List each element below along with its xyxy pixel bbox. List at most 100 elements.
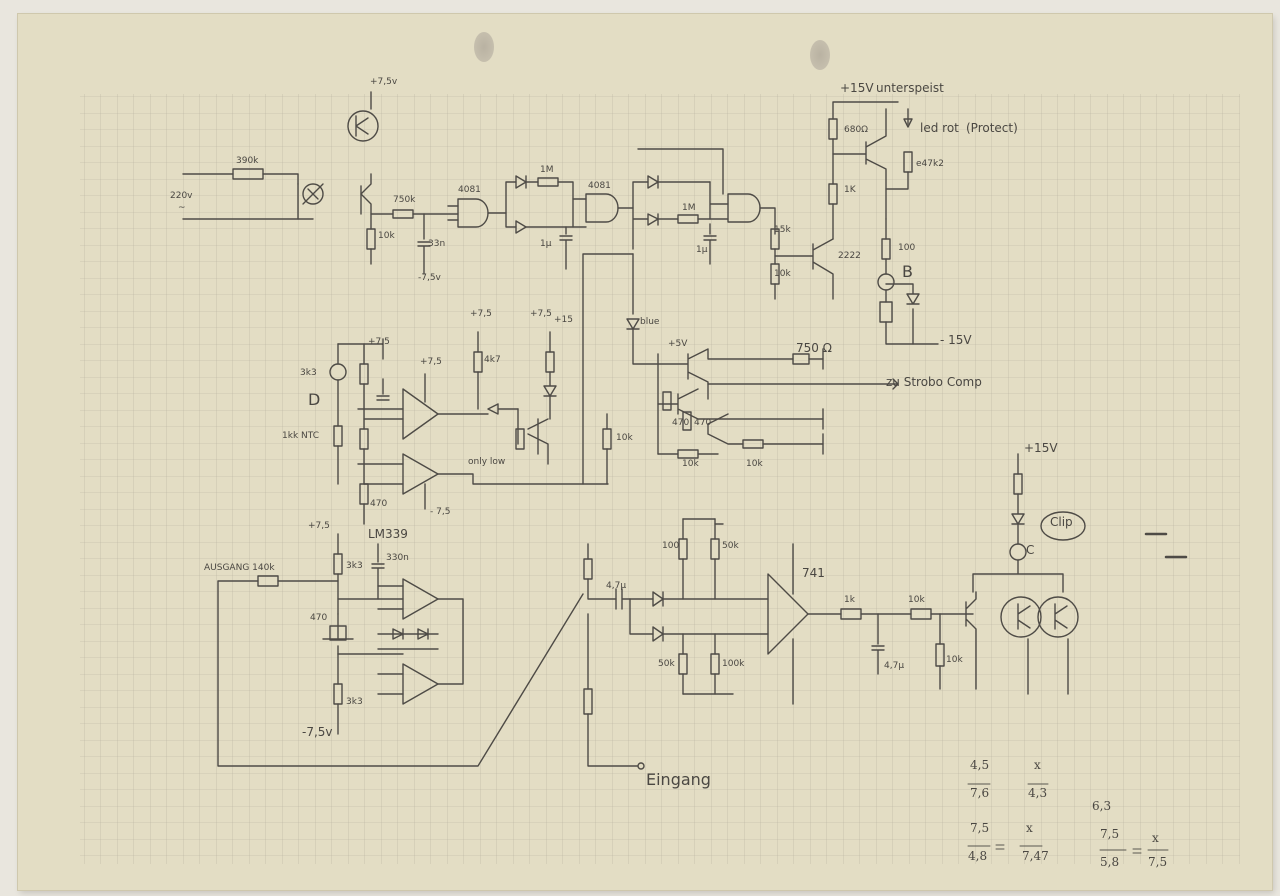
label-unterspeist: unterspeist [876, 81, 944, 95]
label-r-750k: 750k [393, 195, 416, 205]
label-c-4u7-b: 4,7µ [884, 661, 905, 671]
label-neg-7-5-c: -7,5v [302, 725, 333, 739]
label-r-470-d: 470 [310, 613, 328, 623]
label-pos-7-5-b: +7,5 [470, 309, 492, 319]
label-r-100-a: 100 [662, 541, 680, 551]
schematic-drawing [80, 91, 1240, 864]
label-r-50k-b: 50k [658, 659, 675, 669]
label-r-470-b: 470 [694, 418, 712, 428]
label-r-3k3-c: 3k3 [346, 697, 363, 707]
math3-xnum: x [1152, 831, 1159, 845]
label-pos-15: +15V [840, 81, 874, 95]
math1-xnum: x [1034, 758, 1041, 772]
math2-xden: 7,47 [1022, 849, 1049, 863]
label-r-15k: 15k [774, 225, 791, 235]
label-led-rot: led rot [920, 121, 959, 135]
label-220v: 220v [170, 191, 193, 201]
punch-hole-left [474, 32, 494, 62]
label-d: D [308, 390, 321, 409]
label-led-blue: blue [640, 317, 660, 327]
label-r-1k-ntc: 1kk NTC [282, 431, 319, 441]
label-r-3k3-a: 3k3 [300, 368, 317, 378]
label-c: C [1026, 543, 1035, 557]
gate-4081-b [585, 193, 634, 223]
monoflop-b [632, 148, 729, 265]
label-r-10k-a: 10k [378, 231, 395, 241]
label-r-10k-e: 10k [616, 433, 633, 443]
label-r-1m-b: 1M [682, 203, 696, 213]
label-r-10k-g: 10k [946, 655, 963, 665]
driver-2222 [770, 101, 939, 345]
label-220v-tilde: ~ [178, 203, 186, 213]
label-pos-7-5-f: +7,5 [308, 521, 330, 531]
label-r-10k-f: 10k [908, 595, 925, 605]
label-clip: Clip [1050, 515, 1073, 529]
math1-den: 7,6 [970, 786, 990, 800]
math3-xden: 7,5 [1148, 855, 1168, 869]
label-pos-15-c: +15V [1024, 441, 1058, 455]
label-neg-15: - 15V [940, 333, 972, 347]
label-r-50k-a: 50k [722, 541, 739, 551]
paper-sheet: +7,5v 390k 220v ~ 750k 10k 33n -7,5v 408… [18, 14, 1272, 890]
math2-x: x [1026, 821, 1033, 835]
label-pos-7-5-e: +7,5 [420, 357, 442, 367]
label-protect: (Protect) [966, 121, 1018, 135]
math2-den: 4,8 [968, 849, 988, 863]
label-pos-7-5-top: +7,5v [370, 77, 398, 87]
grid-area [80, 94, 1240, 864]
punch-hole-right [810, 40, 830, 70]
label-gate-4081-b: 4081 [588, 181, 611, 191]
math1-num: 4,5 [970, 758, 990, 772]
label-r-750-ohm: 750 Ω [796, 341, 832, 355]
comparator-lm339 [329, 253, 634, 525]
label-r-1k: 1K [844, 185, 856, 195]
label-only-low: only low [468, 457, 506, 467]
label-c-4u7: 4,7µ [606, 581, 627, 591]
math2-num: 7,5 [970, 821, 990, 835]
label-r-3k3-b: 3k3 [346, 561, 363, 571]
label-r-10k-b: 10k [774, 269, 791, 279]
label-pos-7-5-d: +7,5 [368, 337, 390, 347]
label-r-100k: 100k [722, 659, 745, 669]
label-ic-741: 741 [802, 566, 825, 580]
label-c-1u-b: 1µ [696, 245, 708, 255]
gate-4081-a [447, 198, 507, 228]
label-r-470-a: 470 [672, 418, 690, 428]
label-neg-7-5-b: - 7,5 [430, 507, 451, 517]
label-r-10k-d: 10k [746, 459, 763, 469]
label-r-e47k2: e47k2 [916, 159, 944, 169]
label-b: B [902, 262, 913, 281]
math-fractions [967, 783, 1169, 854]
label-r-100: 100 [898, 243, 916, 253]
label-r-10k-c: 10k [682, 459, 699, 469]
mains-detector [182, 168, 324, 220]
label-zu-strobo: zu Strobo Comp [886, 375, 982, 389]
window-comparator [217, 533, 584, 767]
math1-xden: 4,3 [1028, 786, 1048, 800]
label-c-33n: 33n [428, 239, 446, 249]
label-r-680: 680Ω [844, 125, 869, 135]
gate-4081-c [727, 193, 776, 235]
math3-den: 5,8 [1100, 855, 1120, 869]
label-neg-7-5-a: -7,5v [418, 273, 441, 283]
math3-num: 7,5 [1100, 827, 1120, 841]
label-lm339: LM339 [368, 527, 408, 541]
label-pos-15-b: +15 [554, 315, 573, 325]
label-pos-5: +5V [668, 339, 688, 349]
label-pos-7-5-c: +7,5 [530, 309, 552, 319]
label-c-330n: 330n [386, 553, 409, 563]
transistor-input [347, 91, 459, 275]
label-ausgang-140k: AUSGANG 140k [204, 563, 275, 573]
label-r-4k7: 4k7 [484, 355, 501, 365]
label-gate-4081-a: 4081 [458, 185, 481, 195]
math3-top: 6,3 [1092, 799, 1112, 813]
label-r-1k-b: 1k [844, 595, 855, 605]
label-r-1m-a: 1M [540, 165, 554, 175]
label-eingang: Eingang [646, 770, 711, 789]
label-r-470-c: 470 [370, 499, 388, 509]
label-r-390k: 390k [236, 156, 259, 166]
input-stage-741 [583, 518, 977, 770]
label-t-2222: 2222 [838, 251, 861, 261]
clip-indicator [972, 453, 1188, 695]
monoflop-a [505, 175, 587, 270]
